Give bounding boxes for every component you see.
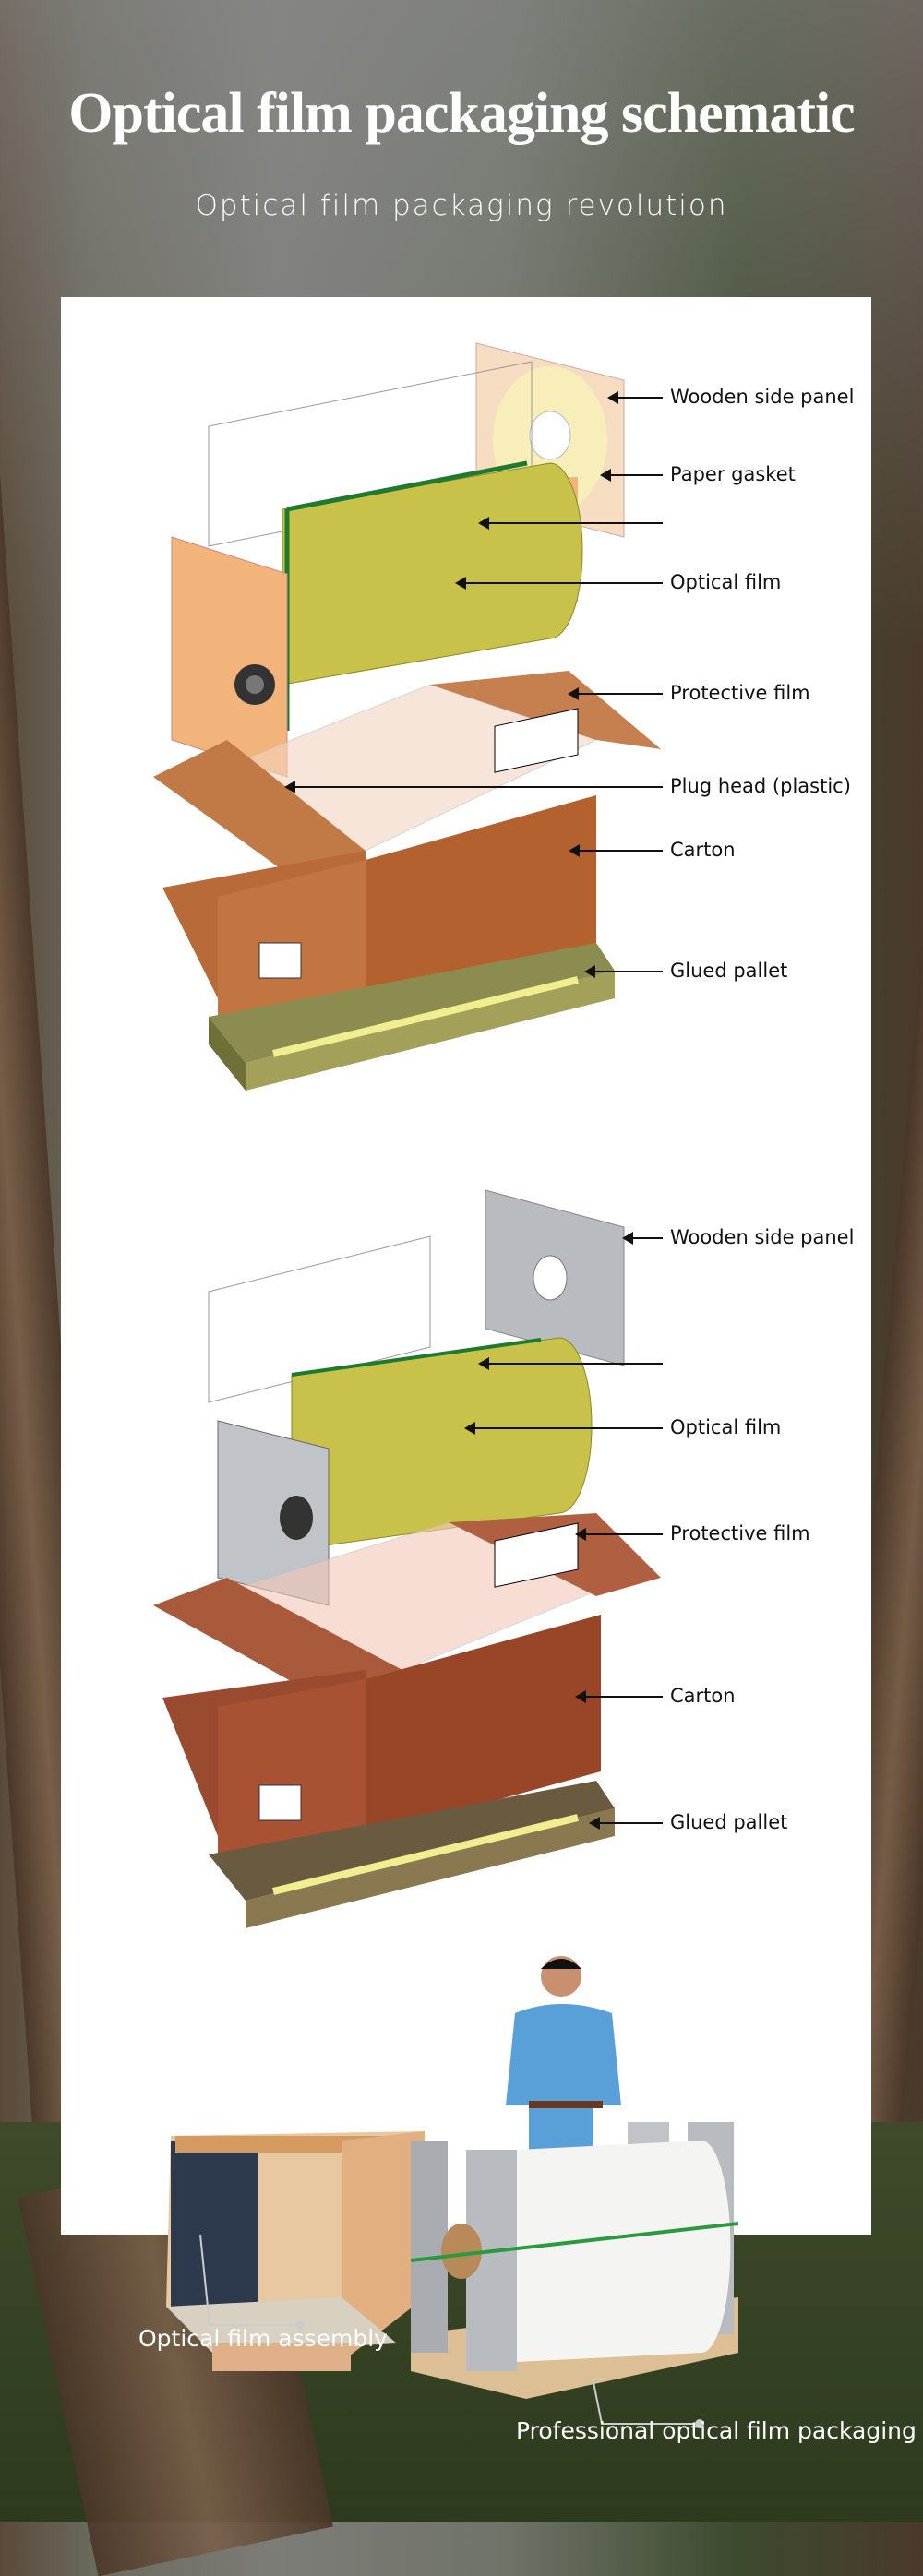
arrow bbox=[478, 1357, 663, 1370]
label-carton-2: Carton bbox=[670, 1685, 736, 1707]
arrow bbox=[569, 844, 663, 857]
arrow bbox=[284, 781, 663, 793]
arrow bbox=[478, 517, 663, 530]
label-glued-pallet-2: Glued pallet bbox=[670, 1811, 788, 1833]
caption-pointer-packaging bbox=[592, 2377, 704, 2428]
label-protective-film-2: Protective film bbox=[670, 1522, 810, 1544]
label-carton: Carton bbox=[670, 839, 736, 861]
label-wooden-side-panel: Wooden side panel bbox=[670, 386, 855, 408]
label-optical-film: Optical film bbox=[670, 571, 782, 593]
arrow bbox=[455, 577, 663, 590]
packaging-diagram-1 bbox=[153, 342, 661, 1091]
optical-film-assembly-photo bbox=[166, 2131, 425, 2371]
arrow bbox=[584, 965, 663, 978]
arrow bbox=[575, 1528, 663, 1541]
packaging-diagram-2 bbox=[153, 1189, 661, 1928]
label-glued-pallet: Glued pallet bbox=[670, 960, 788, 982]
label-paper-gasket: Paper gasket bbox=[670, 463, 796, 485]
arrow bbox=[464, 1422, 663, 1435]
arrow bbox=[568, 687, 663, 700]
label-wooden-side-panel-2: Wooden side panel bbox=[670, 1226, 855, 1248]
arrow bbox=[575, 1690, 663, 1703]
caption-pointer-assembly bbox=[199, 2234, 305, 2330]
label-optical-film-2: Optical film bbox=[670, 1416, 782, 1438]
caption-professional-packaging: Professional optical film packaging bbox=[516, 2417, 917, 2444]
label-protective-film: Protective film bbox=[670, 682, 810, 704]
person-photo bbox=[506, 1956, 621, 2170]
arrow bbox=[607, 391, 663, 404]
arrow bbox=[600, 469, 663, 482]
page-subtitle: Optical film packaging revolution bbox=[195, 189, 728, 222]
caption-optical-film-assembly: Optical film assembly bbox=[138, 2325, 388, 2352]
label-plug-head: Plug head (plastic) bbox=[670, 775, 851, 797]
arrow bbox=[622, 1232, 663, 1245]
professional-packaging-photo bbox=[410, 2122, 739, 2399]
arrow bbox=[589, 1817, 663, 1830]
page-title: Optical film packaging schematic bbox=[68, 82, 855, 145]
